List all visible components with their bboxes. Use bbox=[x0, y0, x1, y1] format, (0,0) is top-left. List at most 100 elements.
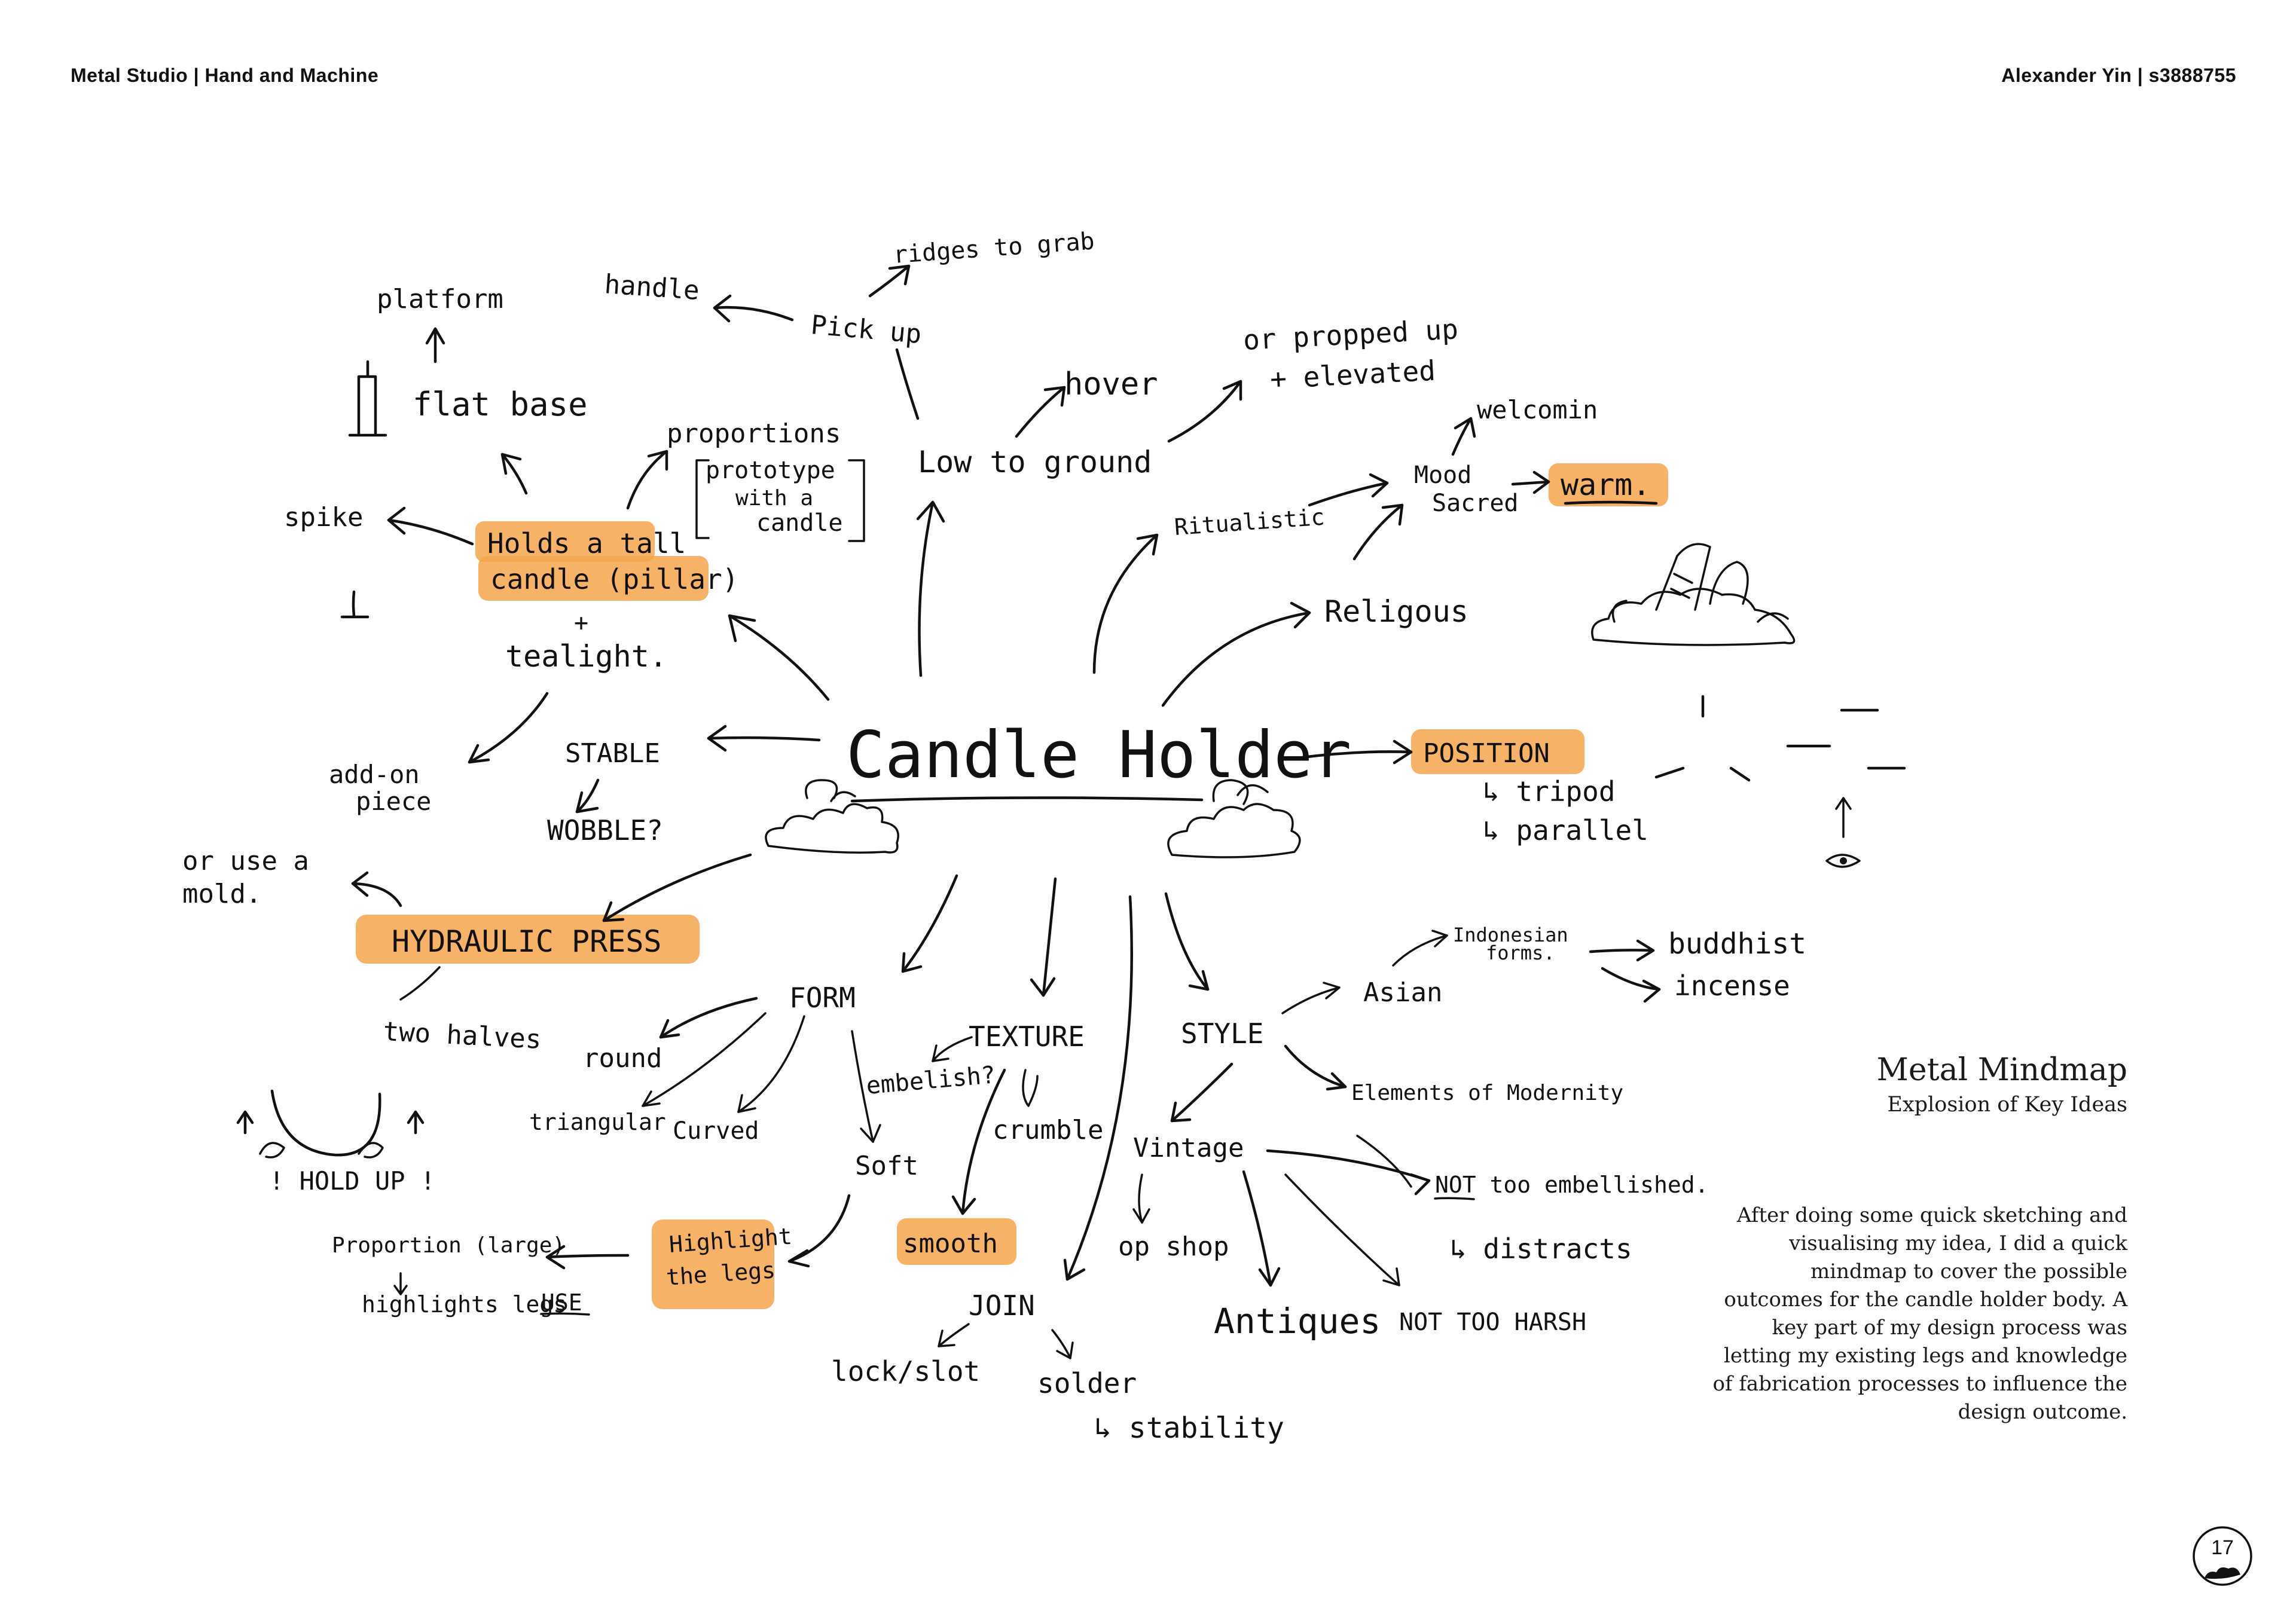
eye-sketch bbox=[1825, 854, 1861, 868]
label-lockslot: lock/slot bbox=[831, 1355, 980, 1387]
arrowhead-asian bbox=[1323, 982, 1341, 1000]
label-indonesian-1: Indonesian bbox=[1453, 924, 1568, 946]
line-to-twohalves bbox=[399, 966, 441, 1001]
position-dashes bbox=[1654, 695, 1906, 782]
arrow-to-join bbox=[1065, 895, 1133, 1281]
label-ritualistic: Ritualistic bbox=[1174, 504, 1326, 540]
label-style: STYLE bbox=[1181, 1017, 1263, 1050]
label-opshop: op shop bbox=[1118, 1231, 1229, 1262]
prototype-bracket-left bbox=[695, 459, 710, 539]
arrowhead-lowground bbox=[916, 500, 945, 523]
label-plus: + bbox=[574, 609, 588, 637]
religious-swirls bbox=[1611, 600, 1789, 623]
page-number-circle bbox=[2193, 1526, 2252, 1586]
label-welcomin: welcomin bbox=[1477, 395, 1598, 424]
arrow-to-proportionlarge bbox=[545, 1254, 630, 1259]
label-use: USE bbox=[541, 1289, 582, 1316]
label-tealight: tealight. bbox=[505, 639, 667, 674]
label-notharsh: NOT TOO HARSH bbox=[1399, 1309, 1586, 1336]
arrowhead-nottoo bbox=[1409, 1173, 1431, 1196]
page-number: 17 bbox=[2211, 1536, 2234, 1559]
center-node: Candle Holder bbox=[846, 718, 1351, 793]
sidebar-subtitle: Explosion of Key Ideas bbox=[1887, 1093, 2127, 1117]
arrow-to-welcomin bbox=[1451, 417, 1473, 456]
highlight-holds-2 bbox=[478, 556, 709, 601]
mindmap-arrows bbox=[236, 264, 1661, 1359]
arrowhead-texture bbox=[1030, 977, 1056, 997]
arrow-religous-mood bbox=[1352, 503, 1404, 561]
label-solder: solder bbox=[1037, 1367, 1137, 1399]
arrow-to-holds bbox=[728, 614, 830, 701]
arrowhead-welcomin bbox=[1454, 417, 1476, 438]
label-holds-2: candle (pillar) bbox=[490, 563, 738, 595]
arrow-soft-highlight bbox=[787, 1194, 851, 1263]
sidebar-body: After doing some quick sketching and vis… bbox=[1712, 1203, 2127, 1424]
arrowhead-religous bbox=[1290, 601, 1311, 629]
arrowhead-spike bbox=[387, 506, 406, 535]
label-addon-1: add-on bbox=[329, 760, 420, 789]
arrowhead-incense bbox=[1642, 979, 1661, 1003]
arrowhead-proportions bbox=[647, 450, 668, 471]
arrowhead-hover bbox=[1043, 386, 1066, 407]
label-round: round bbox=[583, 1043, 662, 1074]
label-warm: warm. bbox=[1561, 467, 1651, 502]
arrowhead-triangular bbox=[642, 1090, 661, 1107]
label-sacred: Sacred bbox=[1432, 490, 1519, 517]
arrow-to-modernity bbox=[1284, 1044, 1347, 1089]
bowl-feet bbox=[259, 1142, 384, 1159]
label-form: FORM bbox=[789, 982, 856, 1014]
highlight-holds-1 bbox=[475, 521, 655, 562]
arrow-to-opshop bbox=[1138, 1173, 1143, 1224]
arrow-to-buddhist bbox=[1589, 949, 1655, 953]
label-twohalves: two halves bbox=[382, 1016, 542, 1055]
arrow-to-antiques bbox=[1242, 1170, 1272, 1287]
label-wobble: WOBBLE? bbox=[547, 814, 663, 846]
label-buddhist: buddhist bbox=[1668, 927, 1806, 961]
label-smooth: smooth bbox=[903, 1228, 998, 1259]
arrowhead-embelish bbox=[932, 1044, 949, 1062]
arrow-to-soft bbox=[851, 1030, 874, 1143]
highlight-smooth bbox=[897, 1218, 1016, 1265]
arrowhead-position bbox=[1393, 739, 1413, 765]
arrow-to-hydraulic bbox=[602, 853, 752, 922]
label-oruse-2: mold. bbox=[182, 879, 261, 909]
arrowhead-indonesian bbox=[1431, 930, 1448, 947]
arrow-to-indonesian bbox=[1392, 934, 1448, 967]
label-antiques: Antiques bbox=[1214, 1301, 1381, 1341]
label-prototype-2: with a bbox=[735, 486, 813, 511]
arrowhead-platform bbox=[425, 327, 445, 345]
arrow-to-hover bbox=[1015, 386, 1066, 438]
label-spike: spike bbox=[284, 502, 363, 533]
arrow-to-handle bbox=[713, 305, 794, 322]
arrowhead-soft-highlight bbox=[787, 1249, 810, 1268]
label-hover: hover bbox=[1064, 366, 1158, 402]
highlight-hydraulic bbox=[356, 915, 700, 964]
arrowhead-buddhist bbox=[1636, 939, 1655, 962]
arrow-to-asian bbox=[1281, 986, 1341, 1014]
arrowhead-mood bbox=[1369, 473, 1389, 498]
label-soft: Soft bbox=[855, 1151, 918, 1181]
eye-pupil bbox=[1840, 857, 1847, 864]
label-hydraulic: HYDRAULIC PRESS bbox=[392, 924, 662, 959]
label-asian: Asian bbox=[1363, 977, 1442, 1008]
label-prototype-1: prototype bbox=[706, 457, 835, 484]
religious-figure-sketch bbox=[1655, 543, 1749, 611]
arrow-to-propped bbox=[1167, 380, 1242, 443]
arrow-to-warm bbox=[1511, 480, 1550, 486]
highlight-position bbox=[1411, 729, 1584, 774]
arrow-to-nottoo bbox=[1266, 1149, 1431, 1182]
arrowhead-soft bbox=[860, 1124, 881, 1143]
arrowhead-propped bbox=[1222, 380, 1242, 401]
arrowhead-notharsh bbox=[1382, 1267, 1400, 1286]
label-nottoo: NOT too embellished. bbox=[1435, 1172, 1709, 1198]
arrow-to-ridges bbox=[868, 264, 911, 298]
eye-arrow bbox=[1835, 797, 1852, 838]
arrowhead-religous-mood bbox=[1381, 503, 1404, 526]
label-texture: TEXTURE bbox=[969, 1020, 1085, 1053]
arrowhead-oruse bbox=[351, 871, 369, 897]
arrow-to-notharsh bbox=[1284, 1173, 1400, 1286]
label-handle: handle bbox=[603, 269, 700, 306]
label-platform: platform bbox=[377, 284, 503, 314]
arrow-to-mood bbox=[1308, 481, 1389, 507]
label-crumble: crumble bbox=[993, 1115, 1103, 1145]
